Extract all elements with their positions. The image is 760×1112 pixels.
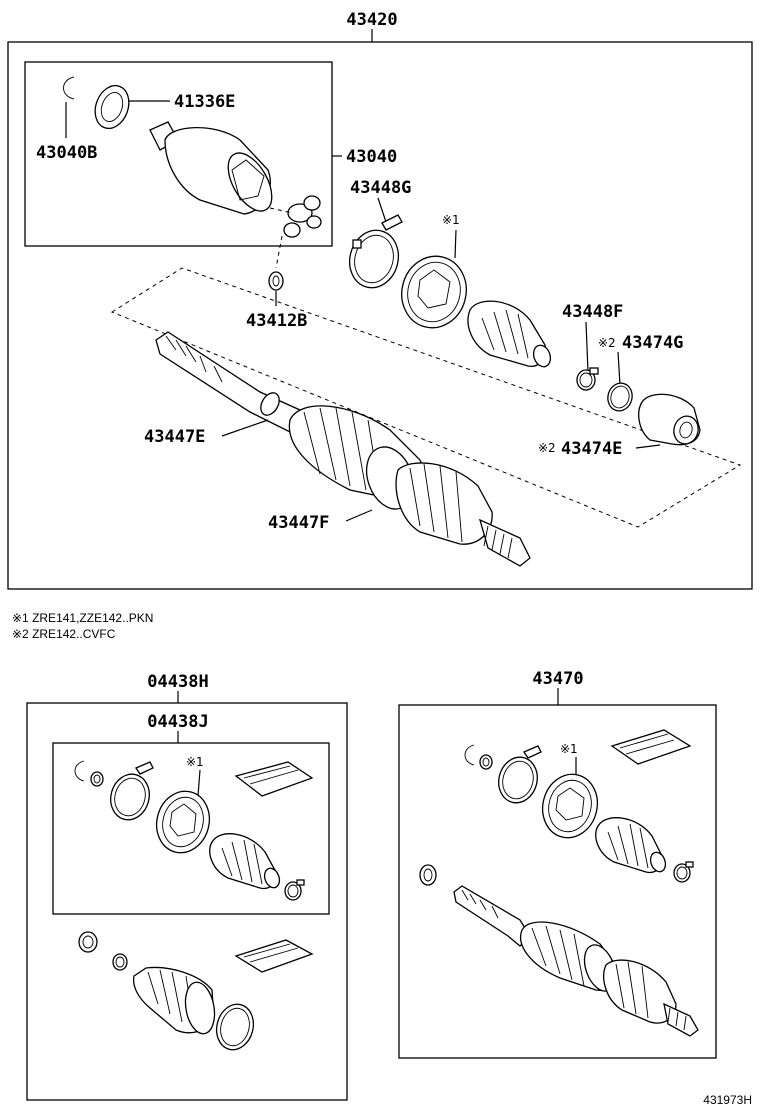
kit-h-outboard-boot-part (132, 966, 216, 1035)
kit-j-snap-ring-part (74, 760, 85, 782)
label-43420: 43420 (346, 10, 397, 30)
diagram-code: 431973H (703, 1093, 752, 1107)
label-04438J: 04438J (147, 712, 208, 732)
label-43448F: 43448F (562, 302, 623, 322)
note-1: ※1 ZRE141,ZZE142..PKN (12, 611, 153, 625)
kit-j-grease-pack-part (234, 761, 314, 797)
kit-43470-boot-part (541, 773, 667, 874)
label-43040: 43040 (346, 147, 397, 167)
assembly-frame-43420 (7, 41, 753, 590)
inboard-boot-part (401, 255, 552, 368)
label-43447F: 43447F (268, 513, 329, 533)
damper-clamp-part (607, 382, 633, 412)
boot-kit-frame-04438H (26, 702, 348, 1101)
label-41336E: 41336E (174, 92, 235, 112)
kit-j-clamp-large-part (110, 761, 154, 821)
inboard-joint-housing (149, 121, 273, 215)
boot-kit-frame-04438J (52, 742, 330, 915)
kit-h-clamp-large-part (215, 1003, 255, 1051)
kit-43470-grease-pack-part (610, 729, 692, 765)
damper-part (638, 393, 701, 446)
leader-43448F (585, 321, 589, 373)
note-2: ※2 ZRE142..CVFC (12, 627, 116, 641)
leader-43474G (617, 351, 621, 386)
washer-part (268, 271, 284, 291)
marker-1-kit: ※1 (186, 755, 204, 769)
kit-j-clamp-small-part (284, 879, 305, 901)
kit-j-washer-part (90, 771, 104, 787)
tripod-spider-part (283, 195, 322, 238)
align-line-spider (269, 207, 293, 214)
shaft-subassembly-outline (110, 267, 742, 528)
leader-marker-1-kit (197, 769, 201, 797)
label-43474E: 43474E (561, 439, 622, 459)
drive-shaft-part (155, 331, 301, 433)
label-43412B: 43412B (246, 311, 307, 331)
label-04438H: 04438H (147, 672, 208, 692)
leader-43447E (221, 419, 269, 437)
inboard-joint-frame (24, 61, 333, 247)
snap-ring-part (63, 76, 75, 100)
label-43448G: 43448G (350, 178, 411, 198)
label-43447E: 43447E (144, 427, 205, 447)
marker-2-damper-clamp: ※2 (598, 336, 616, 350)
align-line-washer (275, 235, 283, 269)
kit-43470-clamp-small-part (673, 861, 694, 883)
kit-43470-washer-large-part (419, 864, 437, 886)
kit-43470-washer-part (479, 754, 493, 770)
kit-h-clamp-small-part (112, 953, 128, 971)
marker-2-damper: ※2 (538, 441, 556, 455)
kit-j-boot-part (155, 790, 281, 890)
boot-clamp-small-part (576, 367, 599, 391)
marker-1-outboard: ※1 (560, 742, 578, 756)
leader-43447F (345, 509, 373, 522)
label-43474G: 43474G (622, 333, 683, 353)
kit-43470-shaft-assembly-part (453, 885, 699, 1037)
outboard-joint-part (288, 405, 531, 567)
marker-1-main: ※1 (442, 213, 460, 227)
kit-h-grease-pack-part (234, 939, 314, 973)
kit-43470-snap-ring-part (464, 744, 475, 766)
seal-part (94, 84, 130, 130)
boot-clamp-large-part (348, 214, 403, 289)
leader-43448G (377, 197, 387, 223)
leader-marker-1-main (454, 229, 457, 259)
outboard-kit-frame-43470 (398, 704, 717, 1059)
label-43470: 43470 (532, 669, 583, 689)
leader-43474E (635, 444, 661, 449)
label-43040B: 43040B (36, 143, 97, 163)
kit-h-washer-large-part (78, 931, 98, 953)
kit-43470-clamp-large-part (498, 745, 542, 804)
